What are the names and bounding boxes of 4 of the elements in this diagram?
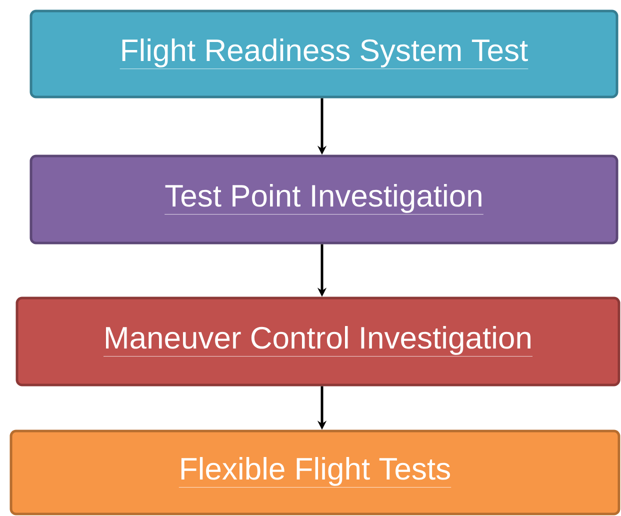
process-box: Test Point Investigation: [30, 154, 618, 244]
process-box: Flexible Flight Tests: [10, 430, 620, 516]
process-box: Flight Readiness System Test: [30, 10, 618, 98]
process-box: Maneuver Control Investigation: [16, 296, 620, 386]
